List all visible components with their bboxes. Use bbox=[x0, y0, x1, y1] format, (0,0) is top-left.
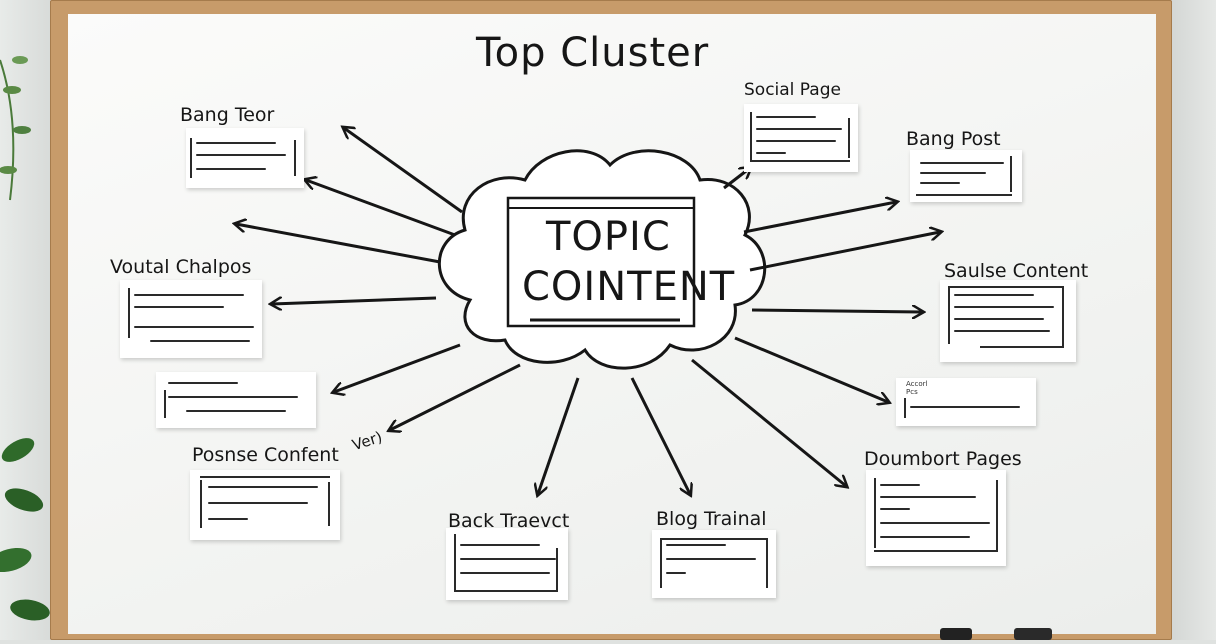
wall-left bbox=[0, 0, 50, 640]
note-right-lower-sub: Pcs bbox=[906, 388, 918, 396]
label-back-traevct: Back Traevct bbox=[448, 510, 570, 532]
plant-left-icon bbox=[0, 56, 50, 621]
label-bang-teor: Bang Teor bbox=[180, 104, 275, 126]
note-voutal-chalpos bbox=[120, 280, 262, 358]
center-topic-line1: TOPIC bbox=[546, 214, 671, 260]
label-doumbort-pages: Doumbort Pages bbox=[864, 448, 1022, 470]
label-blog-trainal: Blog Trainal bbox=[656, 508, 767, 530]
note-bang-teor bbox=[186, 128, 304, 188]
note-posnse-confent bbox=[190, 470, 340, 540]
label-voutal-chalpos: Voutal Chalpos bbox=[110, 256, 252, 278]
label-social-page: Social Page bbox=[744, 80, 841, 100]
note-bang-post bbox=[910, 150, 1022, 202]
note-saulse-content bbox=[940, 280, 1076, 362]
note-social-page bbox=[744, 104, 858, 172]
label-saulse-content: Saulse Content bbox=[944, 260, 1089, 282]
label-bang-post: Bang Post bbox=[906, 128, 1001, 150]
note-left-lower bbox=[156, 372, 316, 428]
note-blog-trainal bbox=[652, 530, 776, 598]
center-topic-line2: COINTENT bbox=[522, 264, 736, 310]
note-doumbort-pages bbox=[866, 470, 1006, 566]
note-back-traevct bbox=[446, 528, 568, 600]
board-title: Top Cluster bbox=[476, 30, 710, 76]
marker-icon bbox=[940, 628, 972, 640]
note-right-lower: Accorl Pcs bbox=[896, 378, 1036, 426]
eraser-icon bbox=[1014, 628, 1052, 640]
label-posnse-confent: Posnse Confent bbox=[192, 444, 339, 466]
note-right-lower-tag: Accorl bbox=[906, 380, 928, 388]
wall-right bbox=[1172, 0, 1216, 640]
